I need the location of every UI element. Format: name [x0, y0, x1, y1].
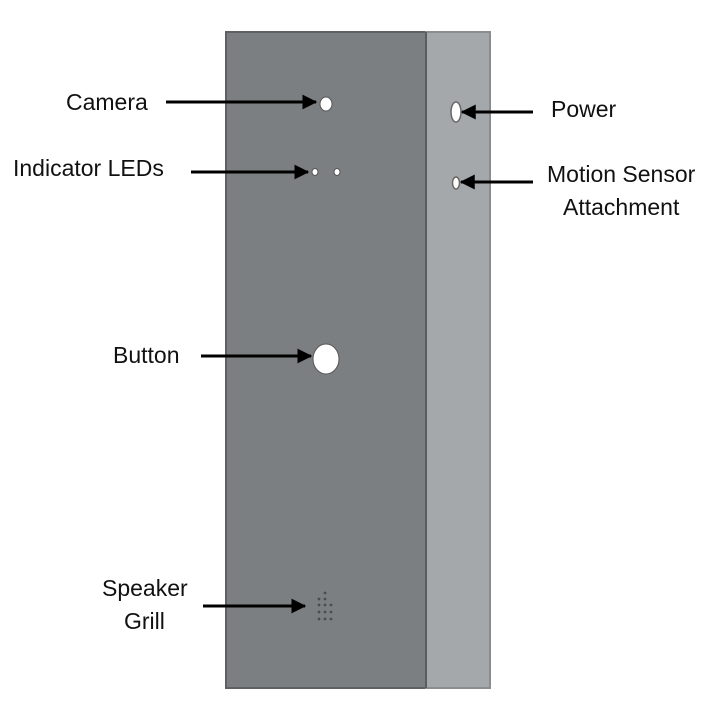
power-label: Power	[551, 96, 617, 122]
speaker-hole	[329, 617, 333, 621]
speaker-hole	[323, 591, 327, 595]
speaker-hole	[317, 603, 321, 607]
indicator-led	[311, 168, 319, 176]
speaker-hole	[323, 597, 327, 601]
indicator-led	[333, 168, 341, 176]
motion-sensor-label-line1: Motion Sensor	[547, 161, 696, 187]
speaker-hole	[317, 597, 321, 601]
doorbell-button	[312, 343, 340, 375]
callout-arrows	[166, 94, 533, 614]
speaker-hole	[323, 610, 327, 614]
speaker-hole	[323, 617, 327, 621]
side-panel	[425, 31, 491, 689]
speaker-label-line1: Speaker	[102, 575, 188, 601]
speaker-hole	[329, 603, 333, 607]
speaker-hole	[323, 603, 327, 607]
speaker-grill	[317, 591, 333, 621]
camera-label: Camera	[66, 89, 148, 115]
doorbell-device	[225, 31, 491, 689]
speaker-hole	[317, 610, 321, 614]
motion-sensor-port	[451, 176, 461, 190]
camera-lens	[319, 96, 333, 112]
speaker-hole	[329, 610, 333, 614]
power-port	[450, 101, 462, 123]
motion-sensor-label-line2: Attachment	[563, 194, 680, 220]
speaker-hole	[317, 617, 321, 621]
callout-labels: Camera Indicator LEDs Button Speaker Gri…	[13, 89, 696, 634]
speaker-label-line2: Grill	[124, 608, 165, 634]
button-label: Button	[113, 342, 180, 368]
indicator-leds-label: Indicator LEDs	[13, 155, 164, 181]
